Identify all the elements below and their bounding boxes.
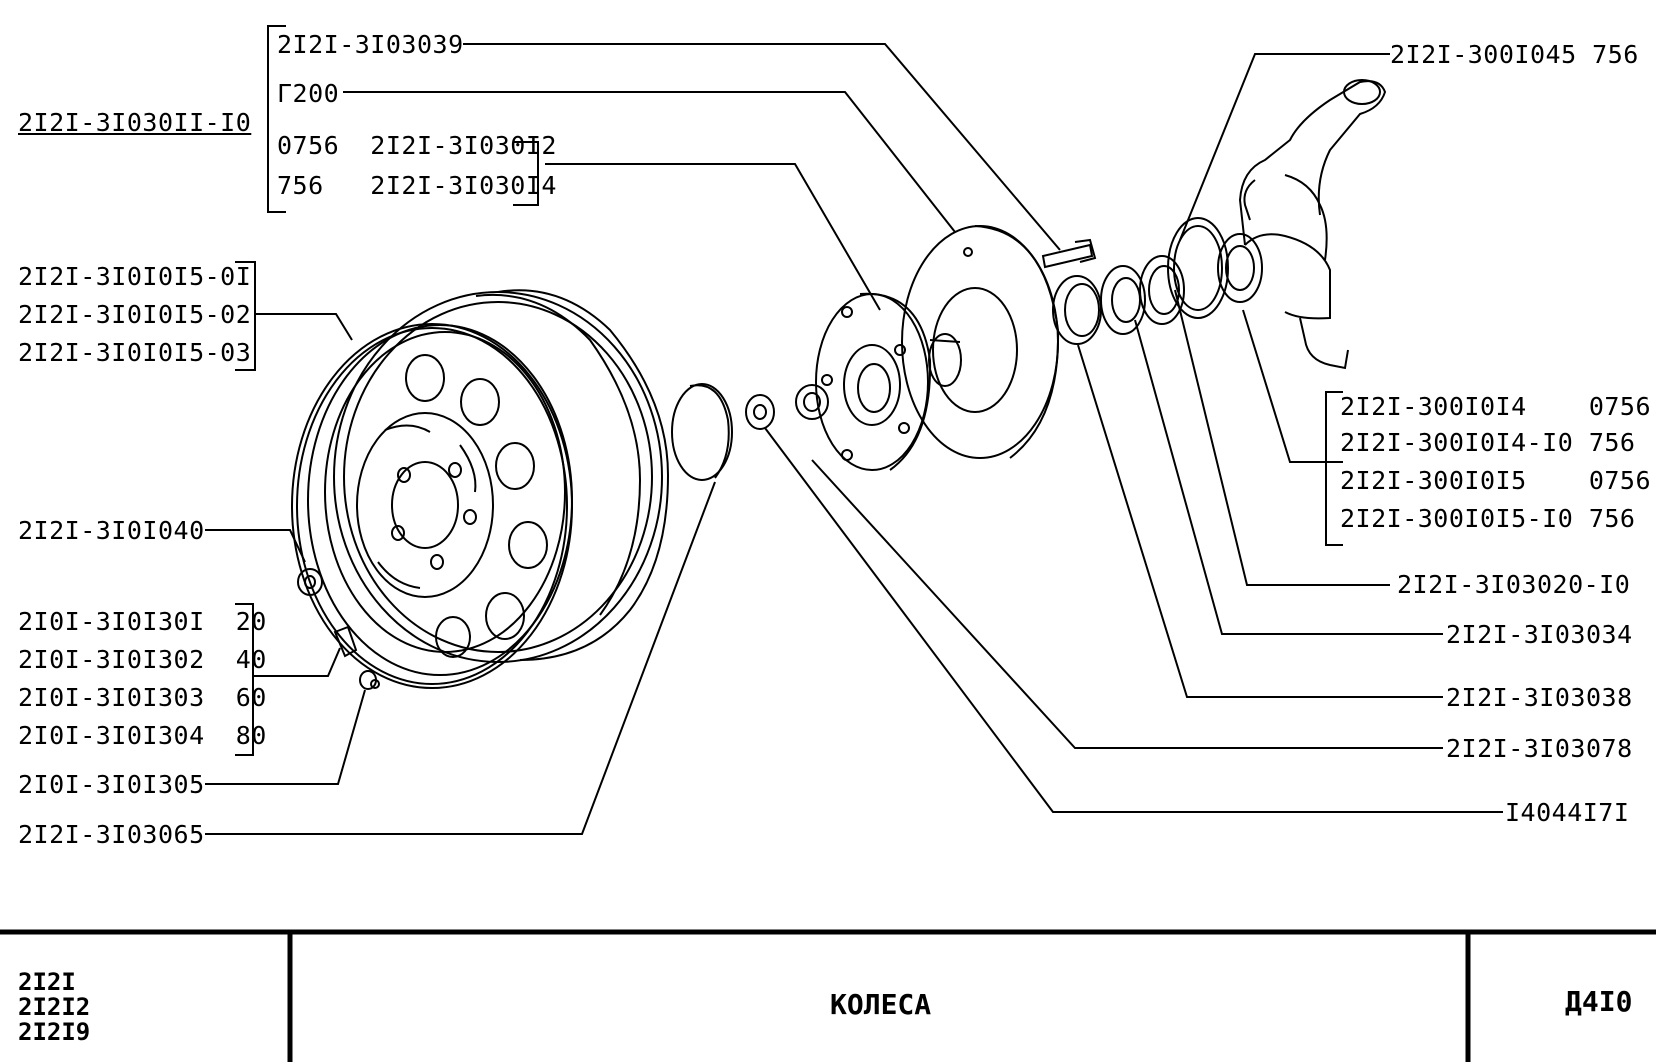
part-label-2121-3101015-01: 2I2I-3I0I0I5-0I — [18, 262, 252, 291]
bolt — [1041, 238, 1097, 269]
part-label-2121-3103038: 2I2I-3I03038 — [1446, 683, 1633, 712]
part-label-2101-3101301: 2I0I-3I0I30I 20 — [18, 607, 267, 636]
hub-cap — [671, 383, 733, 481]
part-label-2121-3101015-03: 2I2I-3I0I0I5-03 — [18, 338, 252, 367]
weight-clip — [359, 670, 380, 690]
part-label-2121-3101040: 2I2I-3I0I040 — [18, 516, 205, 545]
assembly-label-2121-3103011-10: 2I2I-3I030II-I0 — [18, 108, 252, 137]
part-label-2121-3103034: 2I2I-3I03034 — [1446, 620, 1633, 649]
bearing-rings — [1052, 217, 1229, 345]
part-label-2121-3001015: 2I2I-300I0I5 0756 — [1340, 466, 1652, 495]
part-label-14044171: I4044I7I — [1505, 798, 1630, 827]
wheel-nut — [297, 568, 323, 596]
part-label-2121-3103012: 0756 2I2I-3I030I2 — [277, 131, 557, 160]
part-label-2121-3103065: 2I2I-3I03065 — [18, 820, 205, 849]
wheel-hub — [815, 292, 932, 471]
wheel-rim — [291, 289, 670, 689]
part-label-2101-3101305: 2I0I-3I0I305 — [18, 770, 205, 799]
model-code: 2I2I2 — [18, 993, 91, 1021]
leader-lines — [205, 25, 1503, 835]
sheet-title: КОЛЕСА — [830, 988, 932, 1021]
model-list: 2I2I 2I2I2 2I2I9 — [18, 970, 90, 1045]
part-label-2121-3101015-02: 2I2I-3I0I0I5-02 — [18, 300, 252, 329]
title-block — [0, 929, 1656, 1062]
part-label-2101-3101303: 2I0I-3I0I303 60 — [18, 683, 267, 712]
part-label-2121-3001014-10: 2I2I-300I0I4-I0 756 — [1340, 428, 1636, 457]
part-label-2121-3103039: 2I2I-3I03039 — [277, 30, 464, 59]
model-code: 2I2I9 — [18, 1018, 91, 1046]
part-label-g200: Г200 — [277, 79, 340, 108]
part-label-2121-3001045: 2I2I-300I045 756 — [1390, 40, 1639, 69]
model-code: 2I2I — [18, 968, 76, 996]
washer — [795, 384, 829, 420]
spindle-nut — [745, 394, 775, 430]
sheet-code: Д4I0 — [1565, 985, 1633, 1018]
part-label-2121-3001015-10: 2I2I-300I0I5-I0 756 — [1340, 504, 1636, 533]
part-label-2101-3101304: 2I0I-3I0I304 80 — [18, 721, 267, 750]
part-label-2121-3103078: 2I2I-3I03078 — [1446, 734, 1633, 763]
part-label-2121-3103020-10: 2I2I-3I03020-I0 — [1397, 570, 1631, 599]
balance-weight — [333, 625, 358, 658]
steering-knuckle — [1217, 79, 1387, 370]
part-label-2121-3001014: 2I2I-300I0I4 0756 — [1340, 392, 1652, 421]
part-label-2121-3103014: 756 2I2I-3I030I4 — [277, 171, 557, 200]
part-label-2101-3101302: 2I0I-3I0I302 40 — [18, 645, 267, 674]
